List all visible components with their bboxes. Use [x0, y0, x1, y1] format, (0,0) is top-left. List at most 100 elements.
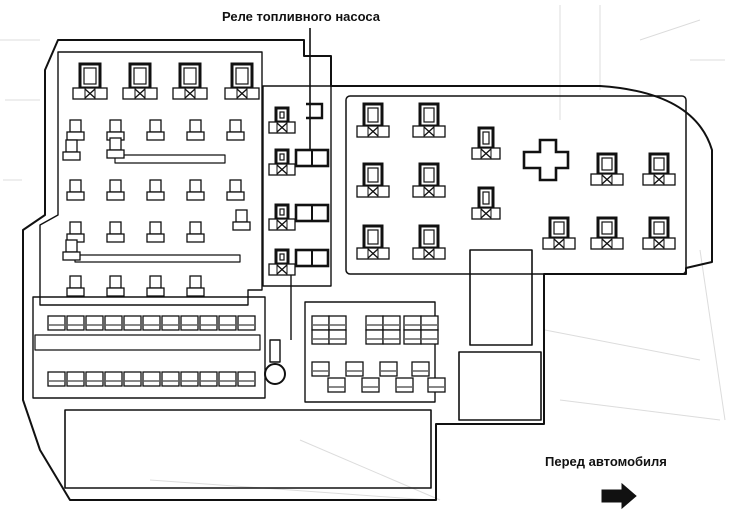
- fuse-right-low-0: [311, 361, 330, 377]
- fuse-a-1-1: [106, 179, 125, 201]
- fuse-row1-7: [180, 315, 199, 331]
- fuse-right-low-2: [379, 361, 398, 377]
- fuse-row1-4: [123, 315, 142, 331]
- fuse-right-1-2: [403, 329, 422, 345]
- fuse-right-b0-1: [382, 315, 401, 331]
- fuse-c-3: [186, 275, 205, 297]
- fuse-right-low-1: [345, 361, 364, 377]
- fuse-right-b1-1: [382, 329, 401, 345]
- fuse-row1-3: [104, 315, 123, 331]
- fuse-right-0-2: [403, 315, 422, 331]
- fuse-a-1-0: [66, 179, 85, 201]
- fuse-a-0-2: [146, 119, 165, 141]
- fuse-a-1-2: [146, 179, 165, 201]
- relay-center-4: [268, 248, 296, 276]
- relay-center-1: [268, 106, 296, 134]
- relay-twin-3: [294, 248, 330, 268]
- fuse-a-1-4: [226, 179, 245, 201]
- fuel-pump-relay-label: Реле топливного насоса: [222, 9, 381, 24]
- relay-right-2: [412, 102, 446, 138]
- fuse-row2-0: [47, 371, 66, 387]
- housing-outline: [22, 39, 713, 501]
- fuse-inner-2: [232, 209, 251, 231]
- fuse-right-b0-2: [420, 315, 439, 331]
- fuse-row2-4: [123, 371, 142, 387]
- relay-bracket: [306, 102, 324, 120]
- fuse-a-0-3: [186, 119, 205, 141]
- cross-socket: [522, 138, 570, 182]
- fuse-right-0-0: [311, 315, 330, 331]
- fuse-right-0-1: [365, 315, 384, 331]
- fuse-right-low2-2: [395, 377, 414, 393]
- fuse-inner-1: [106, 137, 125, 159]
- fuse-side-1: [62, 139, 81, 161]
- bus-bar-bottom: [34, 334, 261, 351]
- relay-far-4: [590, 216, 624, 250]
- bus-bar-lower: [74, 254, 241, 263]
- fuse-row1-6: [161, 315, 180, 331]
- relay-right-4: [412, 162, 446, 198]
- bus-bar-upper: [114, 154, 226, 164]
- relay-right-1: [356, 102, 390, 138]
- relay-top-4: [224, 62, 260, 100]
- fuse-right-b1-0: [328, 329, 347, 345]
- right-relay-module: [345, 95, 687, 275]
- fuse-right-low-3: [411, 361, 430, 377]
- fuse-c-2: [146, 275, 165, 297]
- fuse-row2-1: [66, 371, 85, 387]
- fuse-right-b0-0: [328, 315, 347, 331]
- fuse-side-2: [62, 239, 81, 261]
- fuse-row2-10: [237, 371, 256, 387]
- fuse-right-low2-3: [427, 377, 446, 393]
- center-strip: [262, 85, 332, 287]
- fuse-right-low2-1: [361, 377, 380, 393]
- fuse-c-1: [106, 275, 125, 297]
- fuse-row2-6: [161, 371, 180, 387]
- relay-far-5: [642, 216, 676, 250]
- relay-right-5: [356, 224, 390, 260]
- fuse-c-0: [66, 275, 85, 297]
- relay-far-3: [542, 216, 576, 250]
- connector-round: [264, 363, 286, 385]
- fuse-row1-5: [142, 315, 161, 331]
- fuse-row2-8: [199, 371, 218, 387]
- fuse-row1-9: [218, 315, 237, 331]
- fuse-a-0-1: [106, 119, 125, 141]
- right-fuse-block: [304, 301, 436, 403]
- vehicle-front-label: Перед автомобиля: [545, 454, 667, 469]
- fuse-b-2: [146, 221, 165, 243]
- relay-right-6: [412, 224, 446, 260]
- relay-mid-2: [471, 186, 501, 220]
- relay-center-3: [268, 203, 296, 231]
- fuse-row2-5: [142, 371, 161, 387]
- fuse-b-0: [66, 221, 85, 243]
- fuse-row1-1: [66, 315, 85, 331]
- fuse-row1-0: [47, 315, 66, 331]
- fuse-row2-7: [180, 371, 199, 387]
- fuse-row2-9: [218, 371, 237, 387]
- fuse-b-3: [186, 221, 205, 243]
- fuse-right-b1-2: [420, 329, 439, 345]
- fuse-right-1-1: [365, 329, 384, 345]
- fuse-a-0-0: [66, 119, 85, 141]
- fuse-right-1-0: [311, 329, 330, 345]
- fuse-b-1: [106, 221, 125, 243]
- relay-group: [72, 62, 676, 276]
- fuse-a-0-4: [226, 119, 245, 141]
- fuse-row1-10: [237, 315, 256, 331]
- relay-top-1: [72, 62, 108, 100]
- large-bottom-block: [64, 409, 432, 489]
- fuse-row1-8: [199, 315, 218, 331]
- fuse-row2-2: [85, 371, 104, 387]
- connector-stem: [269, 339, 281, 363]
- relay-twin-1: [294, 148, 330, 168]
- relay-far-2: [642, 152, 676, 186]
- bottom-fuse-area: [32, 296, 266, 399]
- fuse-row2-3: [104, 371, 123, 387]
- fuel-pump-relay: [268, 148, 296, 176]
- relay-mid-1: [471, 126, 501, 160]
- front-arrow-icon: [601, 482, 637, 510]
